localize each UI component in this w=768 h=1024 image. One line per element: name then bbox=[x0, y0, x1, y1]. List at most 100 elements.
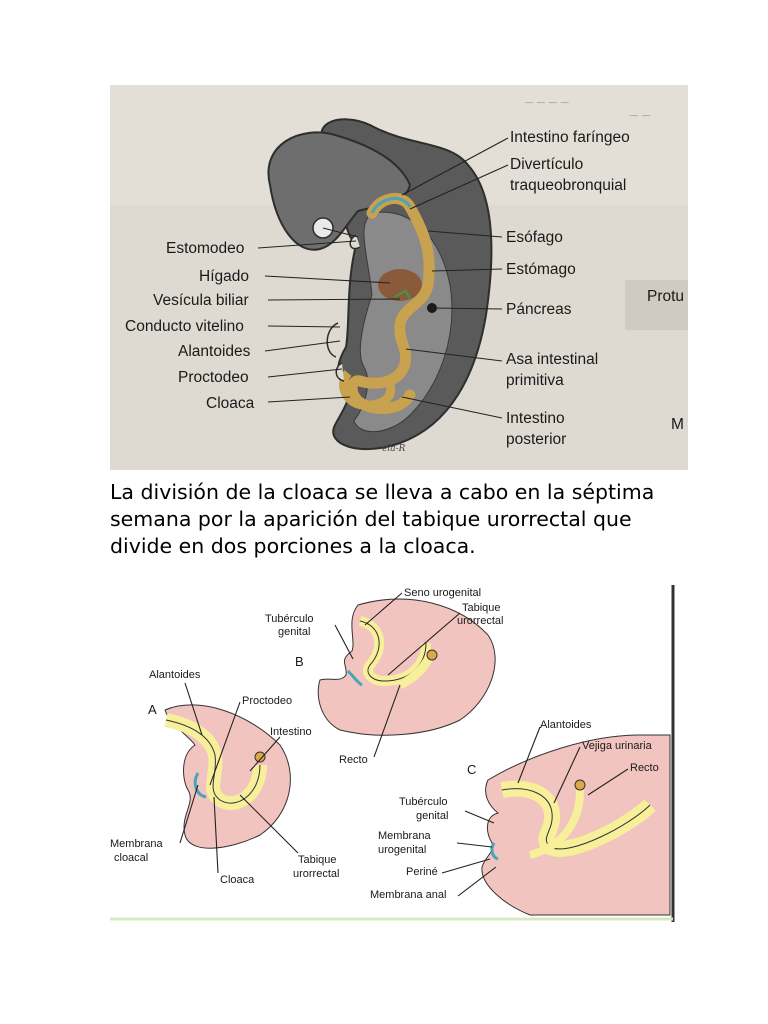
leader-line bbox=[517, 726, 541, 784]
leader-line bbox=[431, 307, 503, 310]
label-diverticulo-1: Divertículo bbox=[510, 156, 583, 173]
margin-text-m: M bbox=[671, 416, 684, 433]
leader-line bbox=[322, 227, 359, 238]
liver bbox=[378, 269, 422, 301]
leader-line bbox=[257, 240, 357, 249]
margin-text-protu: Protu bbox=[647, 288, 684, 305]
label-vejiga-urinaria: Vejiga urinaria bbox=[582, 740, 653, 752]
label-estomodeo: Estomodeo bbox=[166, 240, 244, 257]
leader-line bbox=[209, 701, 241, 786]
urinary-bladder-outline bbox=[501, 788, 651, 850]
label-recto-c: Recto bbox=[630, 762, 659, 774]
label-esofago: Esófago bbox=[506, 229, 563, 246]
label-diverticulo-2: traqueobronquial bbox=[510, 177, 626, 194]
rectum-end-c bbox=[574, 779, 586, 791]
tracheobronchial-diverticulum bbox=[370, 197, 412, 214]
label-asa-intestinal-2: primitiva bbox=[506, 372, 564, 389]
leader-line bbox=[264, 340, 341, 352]
paragraph-line: semana por la aparición del tabique uror… bbox=[110, 507, 632, 531]
allantois-end-b bbox=[426, 649, 438, 661]
body-paragraph: La división de la cloaca se lleva a cabo… bbox=[110, 479, 658, 560]
diagram-a: A Alantoides Proctodeo Intestino Membran… bbox=[110, 669, 339, 886]
label-intestino-posterior-1: Intestino bbox=[506, 410, 565, 427]
cloaca-a-outline bbox=[165, 719, 261, 804]
label-membrana-urogenital-1: Membrana bbox=[378, 830, 431, 842]
diagram-a-tissue bbox=[164, 704, 291, 849]
label-asa-intestinal-1: Asa intestinal bbox=[506, 351, 598, 368]
bleed-through-text: ─ ─ ─ ─ bbox=[524, 96, 569, 111]
leader-line bbox=[267, 298, 401, 301]
leader-line bbox=[387, 612, 461, 676]
label-tuberculo-c-1: Tubérculo bbox=[399, 796, 448, 808]
label-proctodeo: Proctodeo bbox=[242, 695, 292, 707]
leader-line bbox=[249, 736, 281, 772]
diagram-b: B Seno urogenital Tubérculo genital Tabi… bbox=[265, 587, 503, 766]
leader-line bbox=[401, 396, 503, 419]
label-pancreas: Páncreas bbox=[506, 301, 572, 318]
leader-line bbox=[364, 592, 403, 626]
label-tabique-a-1: Tabique bbox=[298, 854, 337, 866]
label-tabique-a-2: urorrectal bbox=[293, 868, 339, 880]
leader-line bbox=[427, 230, 503, 238]
leader-line bbox=[373, 684, 401, 758]
cloaca-division-figure: B Seno urogenital Tubérculo genital Tabi… bbox=[110, 585, 676, 922]
leader-line bbox=[239, 794, 299, 854]
label-membrana-cloacal-2: cloacal bbox=[114, 852, 148, 864]
leader-line bbox=[264, 275, 391, 284]
label-cloaca-a: Cloaca bbox=[220, 874, 255, 886]
label-tabique-b-1: Tabique bbox=[462, 602, 501, 614]
diagram-c: C Alantoides Vejiga urinaria Recto Tubér… bbox=[370, 719, 671, 916]
leader-line bbox=[587, 768, 629, 796]
allantois-end-a bbox=[254, 751, 266, 763]
label-intestino-faringeo: Intestino faríngeo bbox=[510, 129, 630, 146]
leader-line bbox=[267, 325, 341, 328]
label-recto-b: Recto bbox=[339, 754, 368, 766]
proctodeum-notch bbox=[335, 362, 345, 382]
leader-line bbox=[441, 858, 491, 874]
rectum-c bbox=[528, 789, 584, 859]
leader-line bbox=[334, 624, 354, 660]
cloacal-membrane-b bbox=[346, 669, 363, 687]
leader-line bbox=[553, 746, 581, 804]
label-alantoides-a: Alantoides bbox=[149, 669, 201, 681]
leader-line bbox=[431, 268, 503, 272]
leader-line bbox=[184, 682, 203, 736]
label-tuberculo-b-2: genital bbox=[278, 626, 310, 638]
diagram-c-letter: C bbox=[467, 762, 476, 777]
label-membrana-urogenital-2: urogenital bbox=[378, 844, 426, 856]
leader-line bbox=[179, 784, 199, 844]
label-intestino: Intestino bbox=[270, 726, 312, 738]
label-higado: Hígado bbox=[199, 268, 249, 285]
label-intestino-posterior-2: posterior bbox=[506, 431, 566, 448]
leader-line bbox=[457, 866, 497, 897]
leader-line bbox=[213, 796, 219, 874]
label-tuberculo-c-2: genital bbox=[416, 810, 448, 822]
label-alantoides: Alantoides bbox=[178, 343, 251, 360]
leader-line bbox=[464, 810, 495, 824]
label-cloaca: Cloaca bbox=[206, 395, 255, 412]
embryo-gut-figure: ─ ─ ─ ─ ─ ─ Protu M Intestino faríngeo D… bbox=[110, 85, 688, 470]
leader-line bbox=[267, 396, 351, 403]
paragraph-line: divide en dos porciones a la cloaca. bbox=[110, 534, 476, 558]
paragraph-line: La división de la cloaca se lleva a cabo… bbox=[110, 480, 655, 504]
label-tuberculo-b-1: Tubérculo bbox=[265, 613, 314, 625]
label-membrana-anal: Membrana anal bbox=[370, 889, 446, 901]
label-membrana-cloacal-1: Membrana bbox=[110, 838, 163, 850]
label-perine: Periné bbox=[406, 866, 438, 878]
tail-fold bbox=[326, 322, 339, 358]
label-conducto-vitelino: Conducto vitelino bbox=[125, 318, 244, 335]
illustrator-signature: ela-R bbox=[382, 444, 406, 454]
stomodeum-notch bbox=[349, 234, 361, 250]
label-seno-urogenital: Seno urogenital bbox=[404, 587, 481, 599]
diagram-b-tissue bbox=[317, 598, 496, 736]
diagram-b-letter: B bbox=[295, 654, 304, 669]
label-tabique-b-2: urorrectal bbox=[457, 615, 503, 627]
cloaca-region bbox=[339, 370, 396, 410]
gallbladder bbox=[393, 289, 411, 300]
margin-panel bbox=[625, 280, 688, 330]
anal-membrane bbox=[490, 842, 499, 861]
diagram-a-letter: A bbox=[148, 702, 157, 717]
leader-line bbox=[409, 164, 509, 210]
leader-line bbox=[267, 368, 343, 378]
label-alantoides-c: Alantoides bbox=[540, 719, 592, 731]
